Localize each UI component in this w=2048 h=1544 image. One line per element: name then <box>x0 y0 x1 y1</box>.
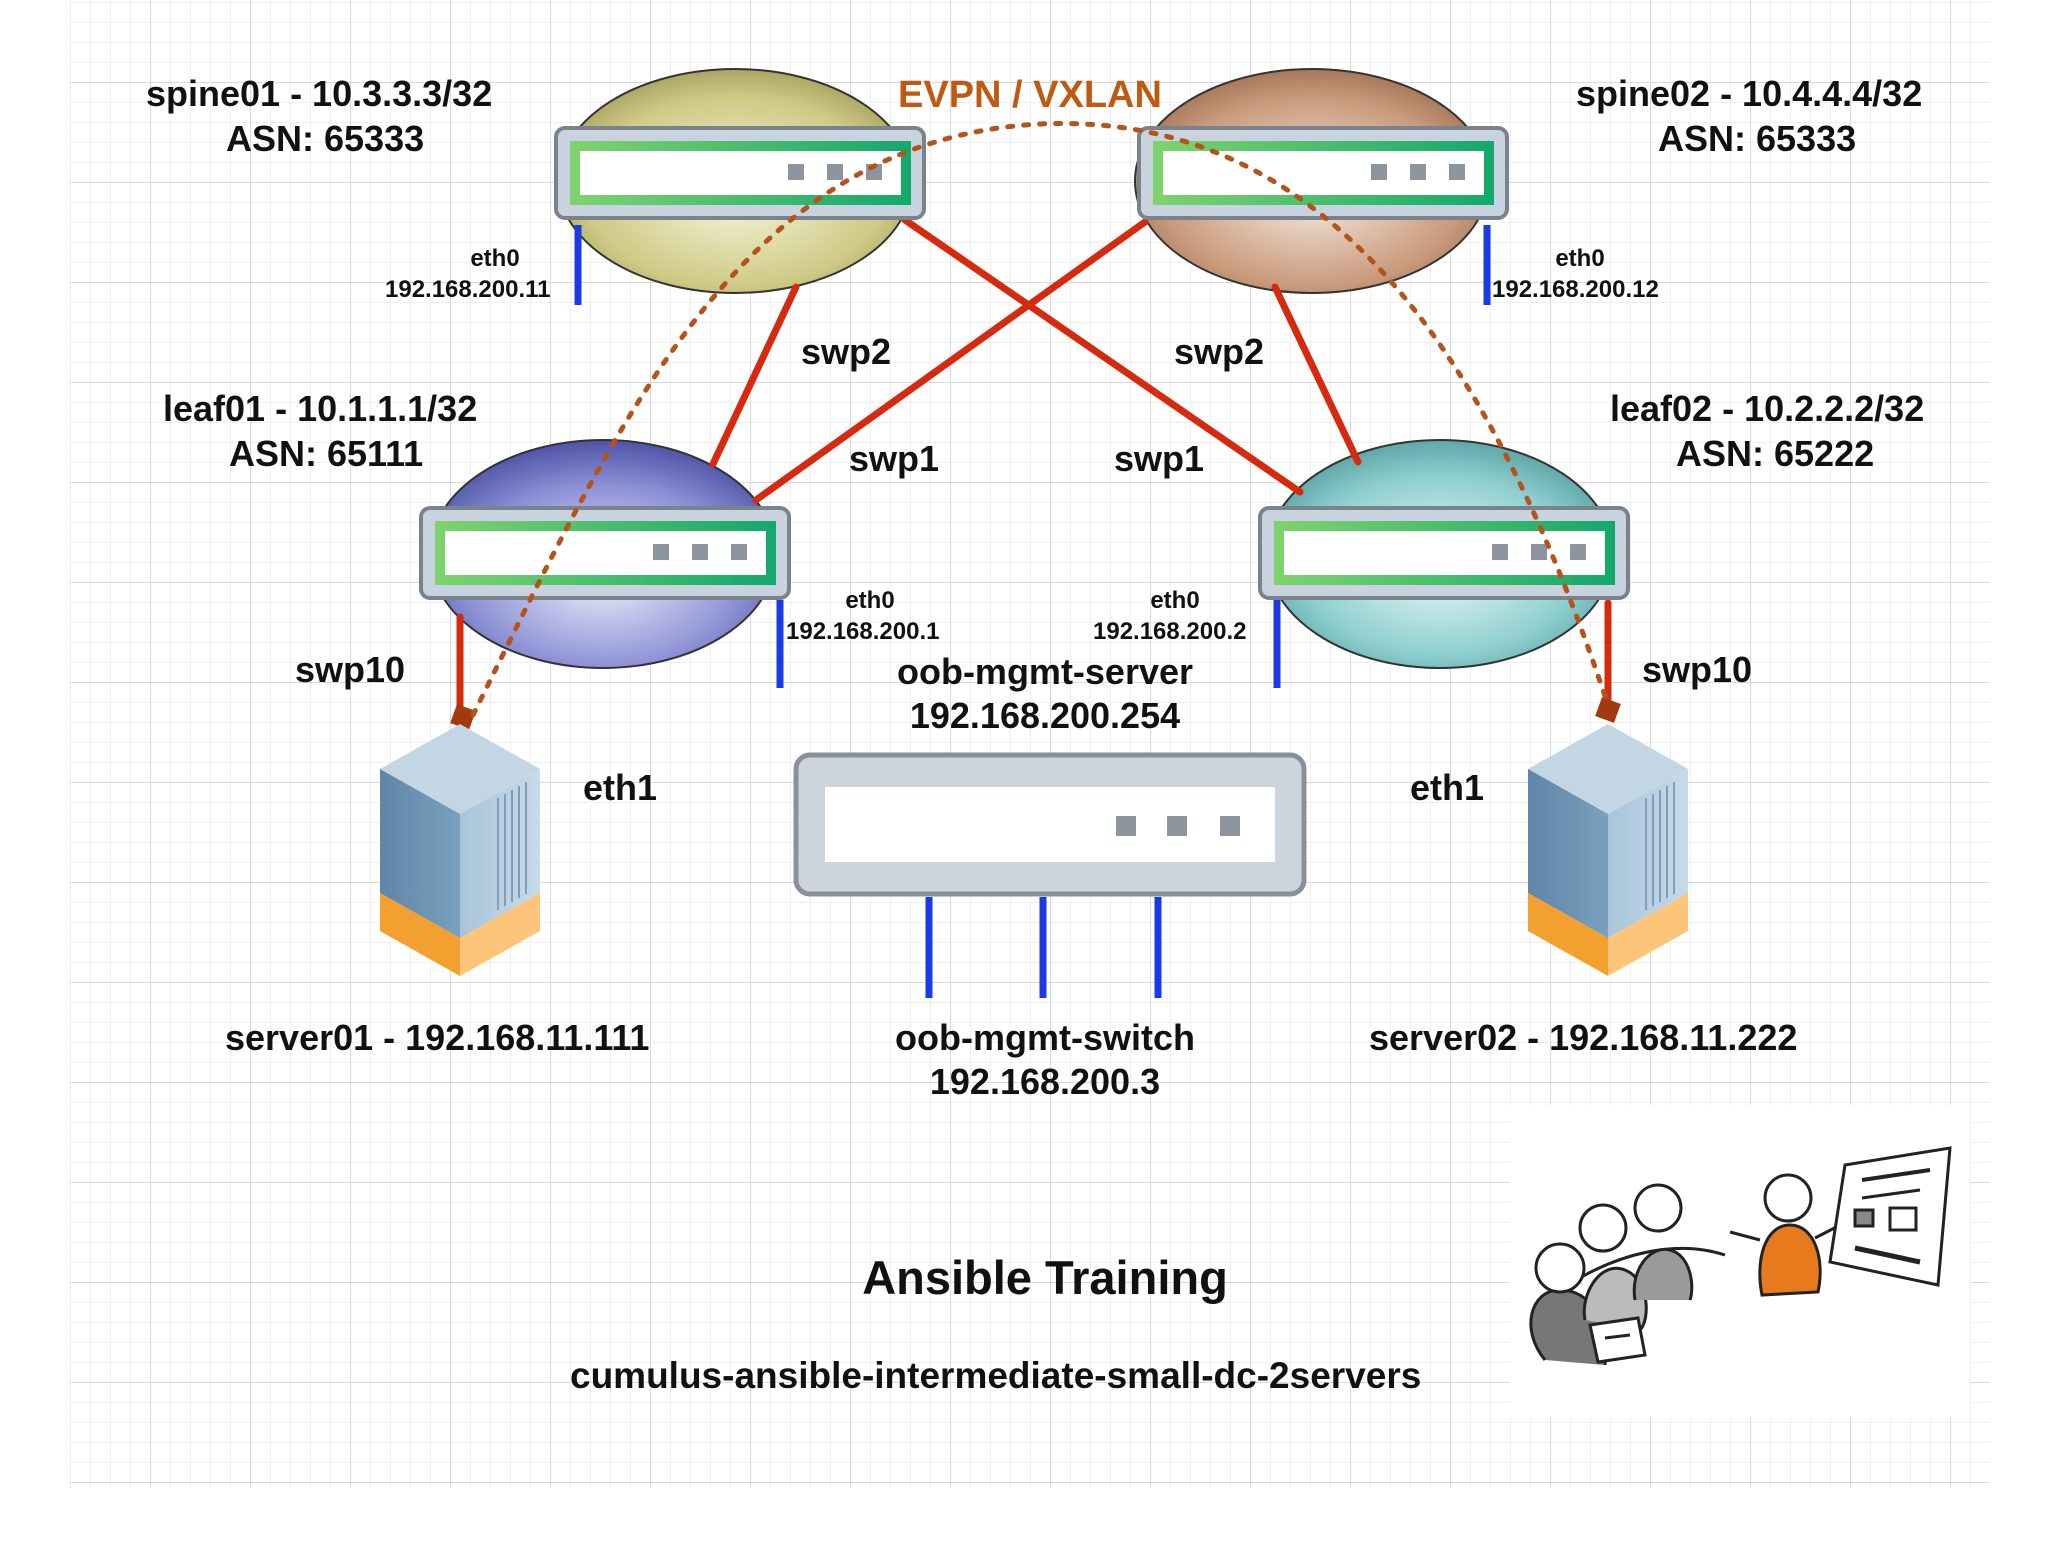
spine01-asn: ASN: 65333 <box>226 118 425 159</box>
fabric-links <box>456 216 1612 716</box>
oob-server-ip: 192.168.200.254 <box>909 695 1181 736</box>
server01-link-end <box>450 704 476 730</box>
spine02-asn: ASN: 65333 <box>1658 118 1857 159</box>
server01-eth1-label: eth1 <box>583 767 658 808</box>
oob-switch-name: oob-mgmt-switch <box>895 1017 1195 1058</box>
spine01-mgmt-if: eth0 <box>470 245 520 272</box>
leaf01-name: leaf01 - 10.1.1.1/32 <box>163 388 478 429</box>
spine01-mgmt-ip: 192.168.200.11 <box>385 276 551 303</box>
link-spine01-leaf01 <box>709 283 800 468</box>
leaf02-swp1-label: swp1 <box>1114 438 1205 479</box>
diagram-subtitle: cumulus-ansible-intermediate-small-dc-2s… <box>570 1355 1422 1396</box>
server02-link-end <box>1595 697 1621 723</box>
oob-switch-ip: 192.168.200.3 <box>929 1061 1161 1102</box>
diagram-title: Ansible Training <box>862 1251 1228 1304</box>
overlay-label: EVPN / VXLAN <box>898 74 1162 116</box>
leaf01-swp10-label: swp10 <box>295 649 406 690</box>
server02-label: server02 - 192.168.11.222 <box>1369 1017 1798 1058</box>
spine02-faceplate <box>1137 126 1509 220</box>
link-spine02-leaf02 <box>1271 283 1362 466</box>
evpn-vxlan-overlay-path <box>470 121 1611 718</box>
leaf01-faceplate <box>419 506 791 600</box>
spine02-name: spine02 - 10.4.4.4/32 <box>1576 73 1923 114</box>
spine01-name: spine01 - 10.3.3.3/32 <box>146 73 493 114</box>
leaf01-swp1-label: swp1 <box>849 438 940 479</box>
link-spine01-leaf02 <box>901 216 1304 496</box>
training-illustration <box>1510 1105 1970 1417</box>
leaf02-name: leaf02 - 10.2.2.2/32 <box>1610 388 1925 429</box>
server02-eth1-label: eth1 <box>1410 767 1485 808</box>
server01-icon <box>380 724 540 976</box>
spine02-mgmt-ip: 192.168.200.12 <box>1492 276 1659 303</box>
leaf02-faceplate <box>1258 506 1630 600</box>
spine02-swp2-label: swp2 <box>1174 331 1265 372</box>
leaf02-swp10-label: swp10 <box>1642 649 1753 690</box>
leaf02-mgmt-ip: 192.168.200.2 <box>1093 618 1247 645</box>
oob-server-name: oob-mgmt-server <box>896 651 1194 692</box>
spine02-mgmt-if: eth0 <box>1555 245 1605 272</box>
server02-icon <box>1528 724 1688 976</box>
leaf01-mgmt-ip: 192.168.200.1 <box>786 618 940 645</box>
mgmt-links <box>574 225 1491 998</box>
spine01-faceplate <box>554 126 926 220</box>
spine01-swp2-label: swp2 <box>801 331 892 372</box>
leaf01-mgmt-if: eth0 <box>845 587 895 614</box>
server01-label: server01 - 192.168.11.111 <box>225 1017 650 1058</box>
leaf02-mgmt-if: eth0 <box>1150 587 1200 614</box>
link-spine02-leaf01 <box>752 218 1149 504</box>
leaf02-asn: ASN: 65222 <box>1676 433 1875 474</box>
leaf01-asn: ASN: 65111 <box>229 433 424 474</box>
oob-mgmt-switch-icon <box>793 752 1307 897</box>
